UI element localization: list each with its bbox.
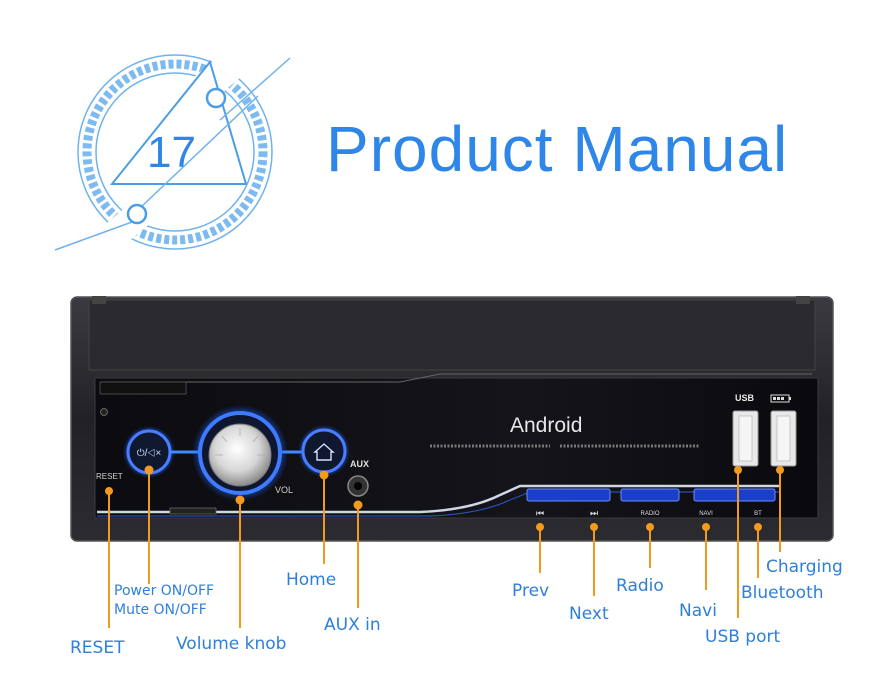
page-title: Product Manual — [326, 113, 789, 185]
navi-label: NAVI — [699, 511, 713, 517]
aux-label: AUX — [350, 459, 369, 469]
callout-navi: Navi — [679, 601, 717, 621]
badge-triangle — [109, 59, 248, 185]
usb-label: USB — [735, 393, 755, 403]
prev-next-button[interactable] — [526, 488, 611, 502]
navi-bt-button[interactable] — [693, 488, 776, 502]
bottom-trim — [97, 484, 780, 514]
callout-bluetooth: Bluetooth — [741, 583, 824, 603]
callout-power: Power ON/OFF — [114, 583, 215, 599]
vol-label: VOL — [275, 485, 293, 495]
callout-mute: Mute ON/OFF — [114, 602, 207, 618]
callout-aux-in: AUX in — [324, 615, 381, 635]
next-icon: ⏭ — [590, 508, 598, 518]
bt-label: BT — [754, 511, 762, 517]
battery-icon — [770, 394, 791, 403]
callout-radio: Radio — [616, 576, 664, 596]
badge-rings — [77, 54, 273, 250]
brand-text: Android — [510, 414, 582, 437]
callout-prev: Prev — [512, 581, 550, 601]
callout-charging: Charging — [766, 557, 843, 577]
reset-label-device: RESET — [96, 472, 123, 481]
radio-button[interactable] — [620, 488, 680, 502]
prev-icon: ⏮ — [536, 508, 544, 518]
badge-dot-bottom — [126, 203, 148, 225]
callout-volume-knob: Volume knob — [176, 634, 287, 654]
callout-usb-port: USB port — [705, 627, 781, 647]
power-mute-icon: ⏻/◁× — [137, 448, 162, 459]
screen-housing — [88, 299, 816, 371]
badge-number: 17 — [147, 128, 196, 177]
callout-home: Home — [286, 570, 337, 590]
radio-label: RADIO — [640, 511, 659, 517]
home-icon — [313, 443, 335, 461]
callout-reset: RESET — [70, 638, 125, 658]
callout-next: Next — [569, 604, 609, 624]
badge-dot-top — [205, 87, 227, 109]
